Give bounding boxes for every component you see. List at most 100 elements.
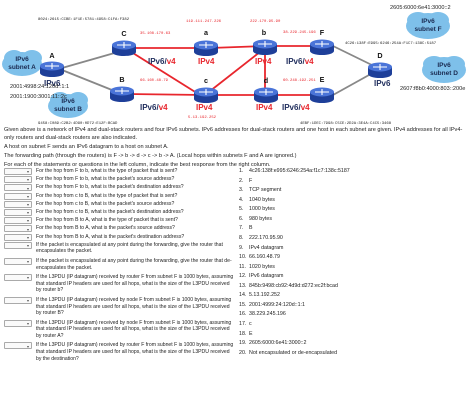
answer-number: 15. bbox=[239, 301, 247, 308]
router-a4-name: a bbox=[204, 28, 209, 37]
router-b4-type: IPv4 bbox=[255, 57, 272, 66]
question-row: For the hop from c to B, what is the pac… bbox=[4, 200, 234, 208]
answer-number: 17. bbox=[239, 321, 247, 327]
addr-c-top: 8024:2615:CCBE:1F1E:5781:4958:C1FA:F382 bbox=[38, 18, 130, 22]
answer-select[interactable] bbox=[4, 184, 32, 192]
answer-select[interactable] bbox=[4, 241, 32, 249]
answer-text: F bbox=[249, 177, 253, 184]
answer-number: 12. bbox=[239, 273, 247, 280]
answer-select[interactable] bbox=[4, 273, 32, 281]
router-a4-type: IPv4 bbox=[198, 57, 215, 66]
answer-select[interactable] bbox=[4, 225, 32, 233]
answer-select[interactable] bbox=[4, 176, 32, 184]
addr-c-right: 35.108.170.63 bbox=[140, 32, 171, 36]
question-row: For the hop from F to b, what is the typ… bbox=[4, 168, 234, 175]
question-row: If the L3PDU (IP datagram) received by r… bbox=[4, 273, 234, 294]
intro-paragraph: A host on subnet F sends an IPv6 datagra… bbox=[4, 143, 169, 150]
router-E-icon bbox=[310, 87, 334, 103]
question-text: For the hop from c to B, what is the pac… bbox=[36, 208, 184, 215]
question-text: If the packet is encapsulated at any poi… bbox=[36, 257, 232, 271]
question-text: For the hop from B to A, what is the pac… bbox=[36, 225, 175, 232]
router-b-icon bbox=[253, 39, 277, 55]
addr-b-left: 2001:1900:3001:11::2c bbox=[10, 94, 67, 100]
answer-text: 1020 bytes bbox=[249, 263, 275, 270]
subnet-f-cloud: IPv6 subnet F bbox=[406, 12, 450, 39]
answer-option: 14.5.13.192.252 bbox=[239, 292, 471, 299]
subnet-a-line1: IPv6 bbox=[15, 56, 29, 63]
router-A-icon bbox=[40, 61, 64, 77]
answer-text: 4c26:138f:e995:6246:254a:f1c7:138c:5187 bbox=[249, 168, 350, 174]
answer-option: 17.c bbox=[239, 321, 471, 328]
routers bbox=[40, 39, 392, 103]
question-text: For the hop from c to B, what is the pac… bbox=[36, 200, 175, 207]
answer-number: 1. bbox=[239, 168, 244, 174]
answer-option: 12.IPv6 datagram bbox=[239, 273, 471, 280]
router-d-name: D bbox=[377, 51, 382, 60]
router-f-name: F bbox=[320, 28, 325, 37]
router-d4-type: IPv4 bbox=[256, 103, 273, 112]
router-b-type: IPv6/v4 bbox=[140, 103, 168, 112]
answer-select[interactable] bbox=[4, 168, 32, 175]
question-text: If the L3PDU (IP datagram) received by n… bbox=[36, 319, 232, 340]
answer-select[interactable] bbox=[4, 233, 32, 241]
answer-number: 8. bbox=[239, 234, 244, 241]
router-F-icon bbox=[310, 39, 334, 55]
answer-option: 8.222.170.95.90 bbox=[239, 235, 471, 242]
answer-select[interactable] bbox=[4, 200, 32, 208]
intro-paragraph: The forwarding path (through the routers… bbox=[4, 152, 297, 159]
question-row: For the hop from c to B, what is the typ… bbox=[4, 192, 234, 200]
answer-text: TCP segment bbox=[249, 187, 282, 194]
subnet-d-line2: subnet D bbox=[430, 70, 458, 77]
subnet-f-line1: IPv6 bbox=[421, 18, 435, 25]
answer-number: 20. bbox=[239, 349, 247, 356]
question-row: If the packet is encapsulated at any poi… bbox=[4, 257, 234, 271]
network-diagram: IPv6 subnet A IPv6 subnet B IPv6 subnet … bbox=[2, 5, 466, 126]
addr-f-top: 2605:6000:6e41:3000::2 bbox=[390, 5, 451, 11]
link-cc-b4 bbox=[204, 47, 266, 96]
answer-select[interactable] bbox=[4, 319, 32, 327]
answer-text: c bbox=[249, 321, 252, 327]
answer-number: 19. bbox=[239, 340, 247, 347]
addr-b-right: 66.160.48.79 bbox=[140, 79, 169, 83]
addr-b-bottom: 9458:C089:C2B2:4D90:0D72:E12F:BCAD bbox=[38, 122, 118, 126]
router-C-icon bbox=[112, 40, 136, 56]
router-B-icon bbox=[110, 86, 134, 102]
answer-number: 16. bbox=[239, 311, 247, 318]
answer-option: 13.845b:9498:cb92:4d9d:d272:ec2f:bcad bbox=[239, 283, 471, 290]
answer-number: 3. bbox=[239, 187, 244, 194]
answer-select[interactable] bbox=[4, 192, 32, 200]
router-a-name: A bbox=[49, 51, 54, 60]
answer-select[interactable] bbox=[4, 208, 32, 216]
answer-option: 20.Not encapsulated or de-encapsulated bbox=[239, 350, 471, 357]
question-text: For the hop from B to A, what is the typ… bbox=[36, 217, 178, 224]
answer-select[interactable] bbox=[4, 257, 32, 265]
router-c4-type: IPv4 bbox=[196, 103, 213, 112]
answer-option: 6.980 bytes bbox=[239, 216, 471, 223]
answer-text: 980 bytes bbox=[249, 215, 272, 222]
answer-option: 3. TCP segment bbox=[239, 187, 471, 194]
intro-paragraph: Given above is a network of IPv4 and dua… bbox=[4, 127, 463, 141]
router-b-name: B bbox=[119, 75, 124, 84]
answer-option: 18.E bbox=[239, 331, 471, 338]
addr-a-left: 2001:4998:24:120d::1:1 bbox=[10, 84, 69, 90]
answer-text: B bbox=[249, 225, 253, 232]
question-row: For the hop from F to b, what is the pac… bbox=[4, 176, 234, 184]
link-c-cc bbox=[124, 47, 201, 96]
router-b4-name: b bbox=[262, 28, 267, 37]
question-text: For the hop from B to A, what is the pac… bbox=[36, 233, 185, 240]
answer-option: 4.1040 bytes bbox=[239, 197, 471, 204]
router-d-icon bbox=[254, 87, 278, 103]
addr-f-left: 38.229.245.196 bbox=[283, 31, 316, 35]
question-text: If the L3PDU (IP datagram) received by r… bbox=[36, 273, 234, 294]
answer-select[interactable] bbox=[4, 296, 32, 304]
answer-option: 9.IPv4 datagram bbox=[239, 245, 471, 252]
question-row: For the hop from B to A, what is the pac… bbox=[4, 233, 234, 241]
answer-select[interactable] bbox=[4, 342, 32, 350]
answer-select[interactable] bbox=[4, 217, 32, 225]
question-row: If the L3PDU (IP datagram) received by r… bbox=[4, 342, 234, 362]
answer-text: IPv4 datagram bbox=[249, 244, 284, 251]
link-b-cc bbox=[124, 93, 206, 96]
question-text: If the L3PDU (IP datagram) received by r… bbox=[36, 342, 234, 362]
router-c-name: C bbox=[121, 29, 126, 38]
question-row: For the hop from c to B, what is the pac… bbox=[4, 208, 234, 216]
